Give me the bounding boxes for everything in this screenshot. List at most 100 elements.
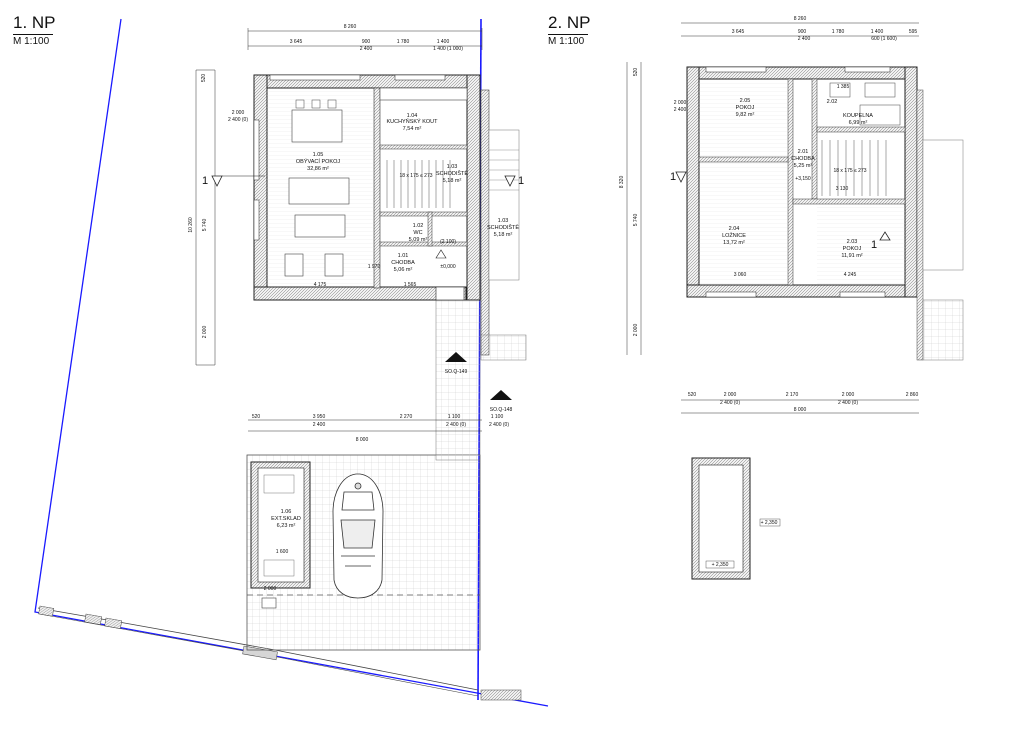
room-2-04-num: 2.04 xyxy=(729,226,740,232)
floor2-neighbor-building xyxy=(916,89,964,361)
floor1-scale: M 1:100 xyxy=(13,36,50,47)
f1-dim-top-4: 1 400 xyxy=(437,39,450,45)
floor1-section-marker-left xyxy=(211,175,265,187)
room-1-03b-num: 1.03 xyxy=(498,218,509,224)
floor1-section-marker-right xyxy=(504,175,516,187)
f2-dim-bath: 1 385 xyxy=(837,84,850,90)
room-1-04-name: KUCHYŇSKÝ KOUT xyxy=(386,118,438,125)
room-1-01-area: 5,06 m² xyxy=(394,267,413,273)
room-1-02-area: 5,09 m² xyxy=(409,237,428,243)
room-2-05-name: POKOJ xyxy=(736,105,755,111)
floor2-title-underline xyxy=(548,34,588,35)
f1-dim-bottom-3: 2 270 xyxy=(400,414,413,420)
f1-dim-shed-inner: 1 600 xyxy=(276,549,289,555)
room-2-01-num: 2.01 xyxy=(798,149,809,155)
f2-dim-top-1: 3 645 xyxy=(732,29,745,35)
f1-dim-top-1: 3 645 xyxy=(290,39,303,45)
floor1-plan xyxy=(34,18,549,707)
room-2-03-num: 2.03 xyxy=(847,239,858,245)
room-2-01-area: 5,25 m² xyxy=(794,163,813,169)
room-2-01-name: CHODBA xyxy=(791,156,815,162)
f2-dim-bottom-1: 520 xyxy=(688,392,697,398)
floor1-dimensions xyxy=(195,28,483,432)
f2-dim-stair-width: 3 130 xyxy=(836,186,849,192)
room-1-03b-name: SCHODIŠTĚ xyxy=(487,223,519,231)
f2-dim-left-4: 8 320 xyxy=(619,176,625,189)
room-1-02-name: WC xyxy=(413,230,422,236)
floor1-car-icon xyxy=(332,473,384,599)
floor1-title-underline xyxy=(13,34,53,35)
f1-dim-bottom-6: 2 400 (0) xyxy=(446,422,466,428)
f1-dim-bottom-2: 3 950 xyxy=(313,414,326,420)
f2-tank-level-1: + 2,350 xyxy=(761,520,778,526)
room-1-03-area: 5,18 m² xyxy=(443,178,462,184)
f2-section-label-left: 1 xyxy=(670,171,676,183)
f1-dim-left-6: 2 000 xyxy=(202,326,208,339)
room-1-04-area: 7,54 m² xyxy=(403,126,422,132)
floor1-plot-boundary xyxy=(34,18,549,707)
floor1-entrance-arrow-148 xyxy=(490,390,512,400)
floor2-dimensions xyxy=(626,22,919,414)
f1-dim-hall: 1 565 xyxy=(404,282,417,288)
room-1-03-num: 1.03 xyxy=(447,164,458,170)
f2-section-label-right: 1 xyxy=(871,239,877,251)
room-1-06-area: 6,23 m² xyxy=(277,523,296,529)
f2-dim-bottom-3: 2 400 (0) xyxy=(720,400,740,406)
f2-dim-top-6: 2 400 xyxy=(798,36,811,42)
f1-dim-left-1: 520 xyxy=(201,74,207,83)
room-1-05-area: 32,86 m² xyxy=(307,166,329,172)
f2-dim-left-6: 2 000 xyxy=(633,324,639,337)
room-2-02-area: 6,99 m² xyxy=(849,120,868,126)
f2-dim-left-3: 2 400 xyxy=(674,107,687,113)
f2-dim-left-5: 5 740 xyxy=(633,214,639,227)
f2-dim-bottom-total: 8 000 xyxy=(794,407,807,413)
room-1-01-name: CHODBA xyxy=(391,260,415,266)
f1-dim-top-6: 1 400 (1 000) xyxy=(433,46,463,52)
f1-dim-left-5: 5 740 xyxy=(202,219,208,232)
f1-section-label-right: 1 xyxy=(518,175,524,187)
room-1-03b-area: 5,18 m² xyxy=(494,232,513,238)
f2-dim-bottom-5: 2 000 xyxy=(842,392,855,398)
f2-dim-top-2: 900 xyxy=(798,29,807,35)
room-2-05-area: 9,82 m² xyxy=(736,112,755,118)
f1-section-label-left: 1 xyxy=(202,175,208,187)
f2-dim-top-total: 8 260 xyxy=(794,16,807,22)
f2-dim-left-2: 2 000 xyxy=(674,100,687,106)
f1-dim-left-2: 2 000 xyxy=(232,110,245,116)
f2-stair-dim: 18 x 175 ≤ 273 xyxy=(833,168,866,174)
f2-dim-bottom-6: 2 400 (0) xyxy=(838,400,858,406)
room-2-02-name: KOUPELNA xyxy=(843,113,873,119)
floor2-plan xyxy=(626,22,964,580)
f1-entrance-label-148: SO.Q-148 xyxy=(490,407,513,413)
f1-dim-left-3: 2 400 (0) xyxy=(228,117,248,123)
f1-entrance-label-149: SO.Q-149 xyxy=(445,369,468,375)
f1-dim-right-2: 2 400 (0) xyxy=(489,422,509,428)
room-1-06-name: EXT.SKLAD xyxy=(271,516,301,522)
floor1-entrance-arrow-149 xyxy=(445,352,467,362)
f2-dim-room-width: 4 245 xyxy=(844,272,857,278)
room-1-06-num: 1.06 xyxy=(281,509,292,515)
f1-level-entry: ±0,000 xyxy=(440,264,455,270)
f2-level: +3,150 xyxy=(795,176,811,182)
f2-dim-bedroom-width: 3 060 xyxy=(734,272,747,278)
room-2-03-name: POKOJ xyxy=(843,246,862,252)
floor1-title-block: 1. NP M 1:100 xyxy=(13,14,56,47)
room-2-05-num: 2.05 xyxy=(740,98,751,104)
f2-dim-bottom-2: 2 000 xyxy=(724,392,737,398)
room-1-04-num: 1.04 xyxy=(407,113,418,119)
f1-dim-right-1: 1 100 xyxy=(491,414,504,420)
room-1-05-name: OBÝVACÍ POKOJ xyxy=(296,158,340,165)
f2-dim-top-3: 1 780 xyxy=(832,29,845,35)
f2-dim-top-5: 600 (1 600) xyxy=(871,36,897,42)
f1-dim-left-4: 10 260 xyxy=(188,217,194,233)
f1-stair-dim: 18 x 175 ≤ 273 xyxy=(399,173,432,179)
f1-dim-top-2: 900 xyxy=(362,39,371,45)
f1-dim-top-3: 1 780 xyxy=(397,39,410,45)
room-1-01-num: 1.01 xyxy=(398,253,409,259)
f1-dim-living-width: 4 175 xyxy=(314,282,327,288)
f1-dim-bottom-4: 1 100 xyxy=(448,414,461,420)
room-2-04-name: LOŽNICE xyxy=(722,231,746,239)
f2-dim-top-7: 595 xyxy=(909,29,918,35)
floor2-building xyxy=(686,66,918,298)
